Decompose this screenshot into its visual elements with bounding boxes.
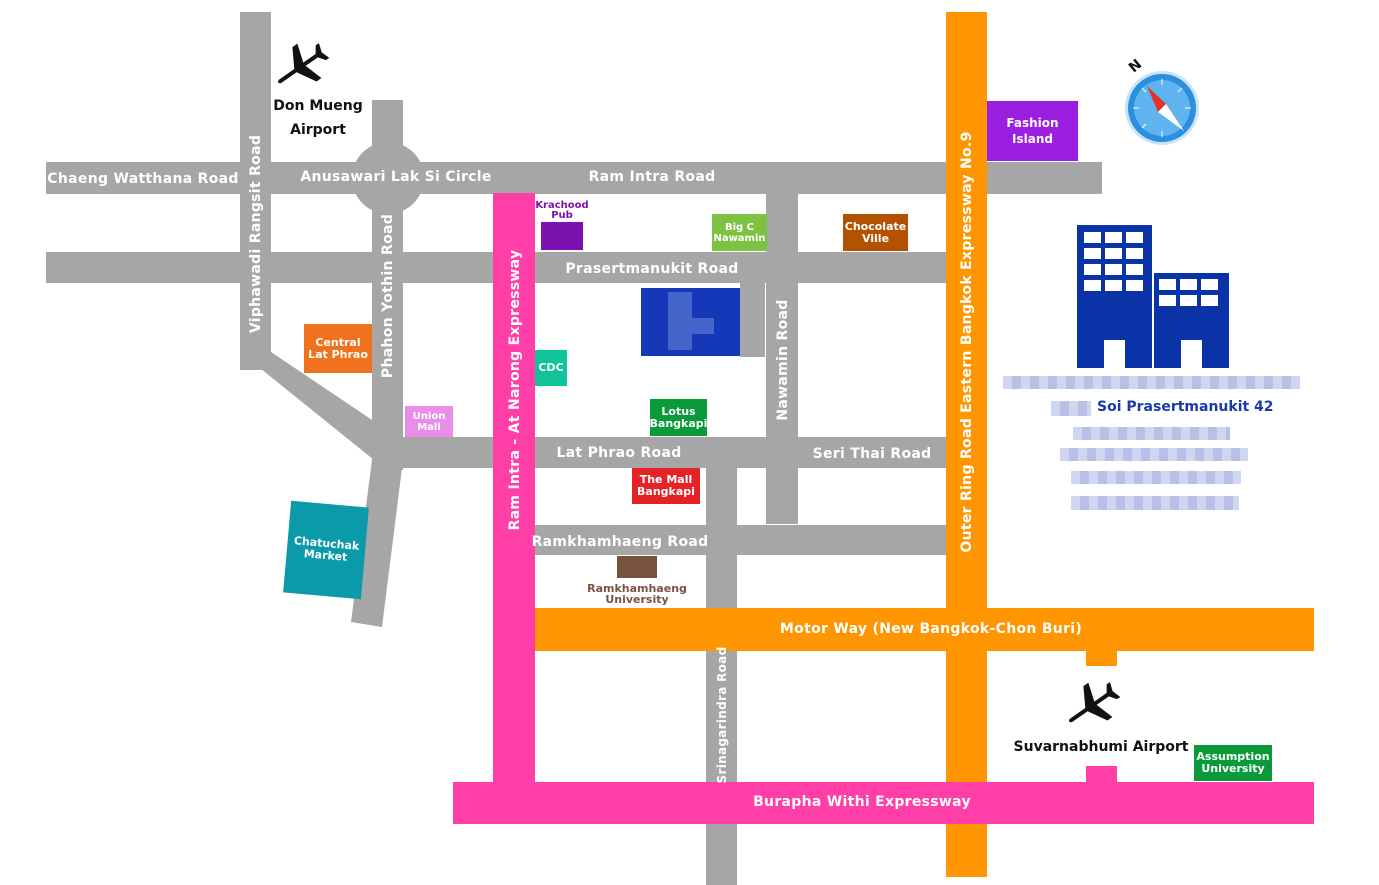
poi-the-mall-bangkapi: The Mall Bangkapi: [632, 468, 700, 504]
label-ramkhamhaeng: Ramkhamhaeng Road: [531, 534, 709, 550]
poi-chatuchak-market: Chatuchak Market: [283, 500, 369, 600]
label-prasertmanukit: Prasertmanukit Road: [565, 261, 739, 277]
poi-krachood-marker: [541, 222, 583, 250]
label-seri-thai: Seri Thai Road: [812, 446, 932, 462]
burapha-expressway: [453, 782, 1314, 824]
lat-phrao-road: [380, 437, 946, 468]
orange-expressways: [520, 12, 1314, 877]
label-chaeng-watthana: Chaeng Watthana Road: [47, 171, 239, 187]
redacted-prefix: [1051, 401, 1091, 416]
viphawadi-diagonal: [240, 352, 402, 468]
redacted-line-4: [1060, 448, 1248, 461]
poi-central-lat-phrao: Central Lat Phrao: [304, 324, 372, 373]
poi-fashion-island: Fashion Island: [987, 101, 1078, 161]
label-burapha: Burapha Withi Expressway: [753, 794, 971, 810]
motorway: [520, 608, 1314, 651]
redacted-line-3: [1073, 427, 1230, 440]
anusawari-circle: [352, 142, 424, 214]
poi-assumption-university: Assumption University: [1194, 745, 1272, 781]
ram-intra-expressway: [493, 193, 535, 783]
redacted-line-1: [1003, 376, 1300, 389]
compass-north-label: N: [1126, 56, 1145, 76]
label-anusawari: Anusawari Lak Si Circle: [300, 169, 492, 185]
building-windows: [1084, 232, 1218, 368]
poi-chocolate-ville: Chocolate Ville: [843, 214, 908, 251]
poi-big-c: Big C Nawamin: [712, 214, 767, 251]
label-viphawadi: Viphawadi Rangsit Road: [248, 134, 264, 334]
poi-ramkhamhaeng-label: Ramkhamhaeng University: [587, 582, 687, 606]
burapha-stub: [1086, 766, 1117, 782]
label-phahon-yothin: Phahon Yothin Road: [380, 213, 396, 379]
pink-expressways: [453, 193, 1314, 824]
outer-ring-road: [946, 12, 987, 877]
poi-union-mall: Union Mall: [405, 406, 453, 437]
blur-blob: [668, 292, 714, 350]
label-nawamin: Nawamin Road: [775, 299, 791, 421]
label-ram-intra-expressway: Ram Intra - At Narong Expressway: [507, 249, 523, 531]
nawamin-road: [766, 193, 798, 524]
airplane-icon-don-mueang: [278, 43, 330, 84]
compass-icon: [1125, 71, 1199, 145]
poi-ramkhamhaeng-marker: [617, 556, 657, 578]
small-connector: [740, 283, 765, 357]
poi-cdc: CDC: [535, 350, 567, 386]
viphawadi-road: [240, 12, 271, 370]
redacted-line-6: [1071, 496, 1239, 510]
label-outer-ring: Outer Ring Road Eastern Bangkok Expressw…: [959, 131, 975, 553]
redacted-line-5: [1071, 471, 1241, 484]
label-srinagarindra: Srinagarindra Road: [715, 646, 729, 784]
label-motorway: Motor Way (New Bangkok-Chon Buri): [779, 621, 1083, 637]
poi-krachood-label: Krachood Pub: [535, 200, 589, 221]
label-ram-intra-road: Ram Intra Road: [588, 169, 716, 185]
address-soi: Soi Prasertmanukit 42: [1097, 399, 1274, 415]
poi-lotus-bangkapi: Lotus Bangkapi: [650, 399, 707, 436]
phahon-yothin-lower: [351, 460, 403, 627]
airplane-icon-suvarnabhumi: [1069, 682, 1121, 723]
label-don-mueang-airport: Don Mueng Airport: [273, 98, 363, 138]
chaeng-watthana-road: [46, 162, 1102, 194]
roads-grey: [46, 12, 1102, 885]
motorway-stub: [1086, 651, 1117, 666]
label-lat-phrao: Lat Phrao Road: [556, 445, 682, 461]
label-suvarnabhumi-airport: Suvarnabhumi Airport: [1013, 739, 1189, 755]
